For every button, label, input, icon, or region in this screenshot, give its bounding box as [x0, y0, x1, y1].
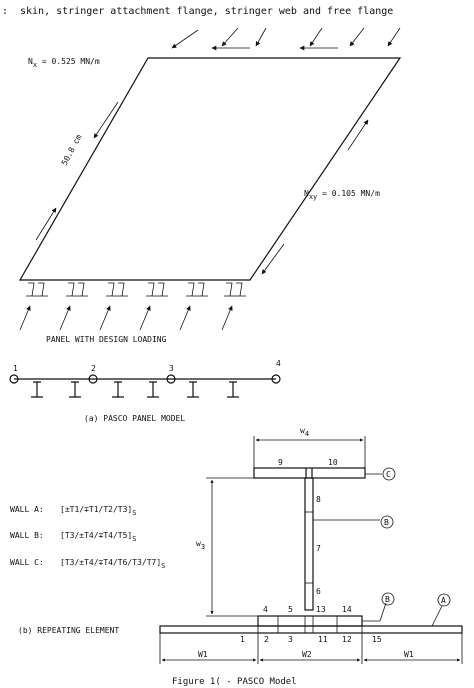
bottom-compression-arrow — [221, 305, 233, 331]
model-node-label: 4 — [276, 359, 281, 368]
wall-tag-b — [380, 515, 394, 529]
repeating-element-caption: (b) REPEATING ELEMENT — [18, 626, 119, 635]
wall-tag-label: B — [384, 518, 389, 527]
w4-label: w4 — [300, 426, 309, 438]
model-node-label: 3 — [169, 364, 174, 373]
segment-label: 12 — [342, 635, 352, 644]
stringer-stubs — [26, 282, 246, 297]
w-label: W1 — [198, 650, 208, 659]
loaded-panel: Nx = 0.525 MN/m Nxy = 0.105 MN/m 50.8 cm — [18, 27, 402, 331]
w3-label: w3 — [196, 539, 205, 551]
segment-label: 6 — [316, 587, 321, 596]
panel-model: 1 2 3 4 — [9, 359, 281, 398]
model-node — [271, 374, 281, 384]
bottom-compression-arrow — [19, 305, 31, 331]
model-node — [9, 374, 19, 384]
segment-label: 9 — [278, 458, 283, 467]
bottom-compression-arrow — [99, 305, 111, 331]
figure-caption: Figure 1( - PASCO Model — [172, 677, 297, 687]
wall-a-leader — [431, 605, 443, 627]
right-shear-arrow — [347, 119, 369, 151]
top-compression-arrow — [171, 29, 199, 49]
segment-label: 2 — [264, 635, 269, 644]
panel-dimension: 50.8 cm — [60, 133, 84, 167]
left-shear-arrow — [93, 101, 119, 139]
top-compression-arrow — [309, 27, 323, 47]
nx-label: Nx = 0.525 MN/m — [28, 57, 100, 69]
panel-model-caption: (a) PASCO PANEL MODEL — [84, 414, 185, 423]
segment-label: 4 — [263, 605, 268, 614]
model-node-label: 1 — [13, 364, 18, 373]
w-label: W1 — [404, 650, 414, 659]
wall-tag-c — [382, 467, 396, 481]
panel-outline — [18, 57, 402, 281]
model-node-label: 2 — [91, 364, 96, 373]
top-compression-arrow — [387, 27, 401, 47]
stringer-web — [304, 477, 314, 611]
model-node — [88, 374, 98, 384]
segment-label: 7 — [316, 544, 321, 553]
left-shear-arrow — [35, 207, 57, 241]
segment-label: 15 — [372, 635, 382, 644]
right-shear-arrow — [261, 243, 285, 275]
nxy-label: Nxy = 0.105 MN/m — [304, 189, 380, 201]
w-label: W2 — [302, 650, 312, 659]
bottom-compression-arrow — [179, 305, 191, 331]
model-node — [166, 374, 176, 384]
segment-label: 14 — [342, 605, 352, 614]
wall-tag-label: C — [386, 470, 391, 479]
wall-tag-b2 — [381, 592, 395, 606]
wall-b-definition: WALL B:[T3/±T4/∓T4/T5]S — [10, 531, 136, 543]
segment-label: 3 — [288, 635, 293, 644]
segment-label: 10 — [328, 458, 338, 467]
repeating-element: w4 9 10 C 8 7 6 B w3 4 5 13 14 — [10, 426, 463, 664]
segment-label: 8 — [316, 495, 321, 504]
bottom-compression-arrow — [139, 305, 151, 331]
top-compression-arrow — [221, 27, 239, 47]
skin — [159, 625, 463, 634]
wall-tag-label: B — [385, 595, 390, 604]
top-compression-arrow — [255, 27, 267, 47]
model-stringers — [31, 381, 239, 398]
wall-b2-leader — [379, 602, 387, 622]
top-compression-arrow — [349, 27, 365, 47]
wall-tag-a — [437, 593, 451, 607]
wall-c-definition: WALL C:[T3/±T4/∓T4/T6/T3/T7]S — [10, 558, 165, 570]
bottom-compression-arrow — [59, 305, 71, 331]
panel-caption: PANEL WITH DESIGN LOADING — [46, 335, 167, 344]
header-text: skin, stringer attachment flange, string… — [20, 6, 393, 17]
attachment-flange — [257, 615, 363, 627]
segment-label: 5 — [288, 605, 293, 614]
top-flange — [253, 467, 366, 479]
segment-label: 13 — [316, 605, 326, 614]
segment-label: 1 — [240, 635, 245, 644]
header-prefix: : — [2, 6, 8, 17]
wall-a-definition: WALL A:[±T1/∓T1/T2/T3]S — [10, 505, 136, 517]
segment-label: 11 — [318, 635, 328, 644]
wall-tag-label: A — [441, 596, 446, 605]
